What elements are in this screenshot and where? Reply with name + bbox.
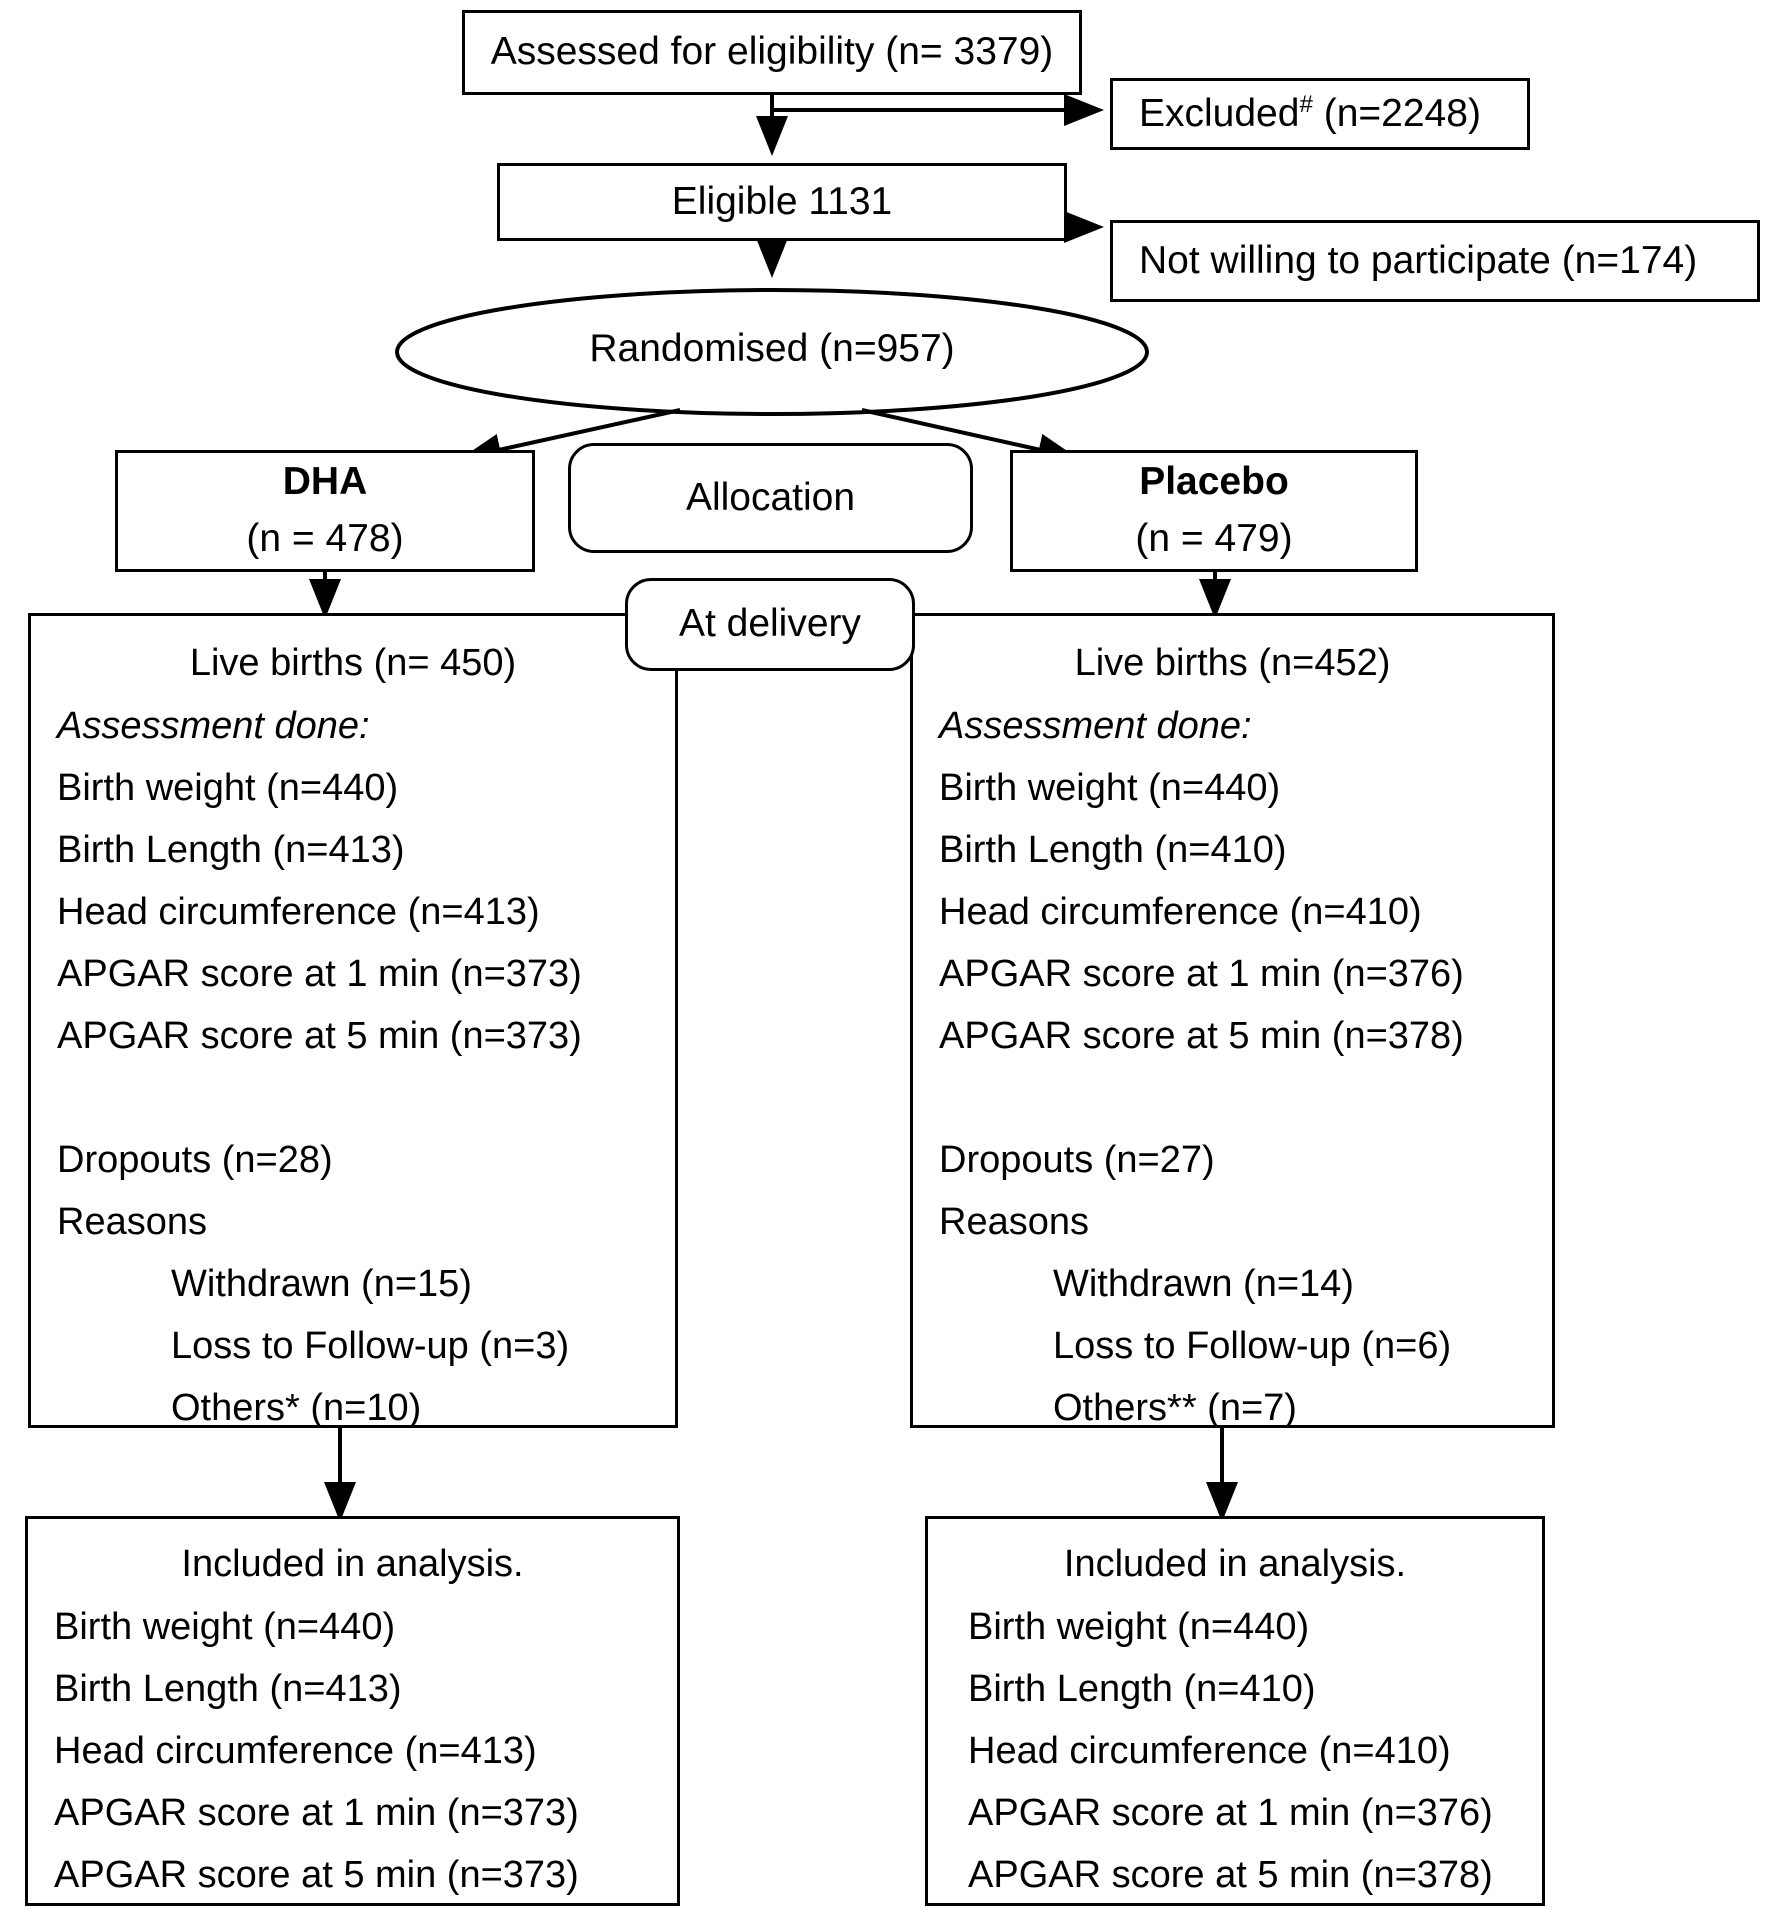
node-dha-group[interactable]: DHA (n = 478) [115, 450, 535, 572]
placebo-panel-list: Assessment done: Birth weight (n=440) Bi… [913, 707, 1552, 1427]
dha-panel-header: Live births (n= 450) [189, 642, 517, 684]
dha-analysis-item: APGAR score at 1 min (n=373) [54, 1792, 579, 1834]
randomised-ellipse [395, 288, 1149, 416]
dha-assessment-item: Head circumference (n=413) [57, 891, 540, 933]
dha-reason-item: Withdrawn (n=15) [171, 1263, 472, 1305]
dha-dropouts: Dropouts (n=28) [57, 1139, 333, 1181]
placebo-count: (n = 479) [1135, 517, 1293, 560]
node-excluded[interactable]: Excluded# (n=2248) [1110, 78, 1530, 150]
placebo-assessment-item: APGAR score at 5 min (n=378) [939, 1015, 1464, 1057]
dha-analysis-item: Birth Length (n=413) [54, 1668, 402, 1710]
placebo-assessment-item: Birth Length (n=410) [939, 829, 1287, 871]
dha-assessment-label: Assessment done: [57, 705, 370, 747]
placebo-analysis-item: APGAR score at 1 min (n=376) [968, 1792, 1493, 1834]
placebo-panel-spacer [913, 1079, 1552, 1117]
panel-dha-included-in-analysis[interactable]: Included in analysis. Birth weight (n=44… [25, 1516, 680, 1906]
placebo-analysis-item: Birth Length (n=410) [968, 1668, 1316, 1710]
node-assessed-for-eligibility[interactable]: Assessed for eligibility (n= 3379) [462, 10, 1082, 95]
placebo-reason-item: Withdrawn (n=14) [1053, 1263, 1354, 1305]
node-allocation[interactable]: Allocation [568, 443, 973, 553]
excluded-label: Excluded# (n=2248) [1139, 91, 1527, 137]
connector-randomised-to-placebo [861, 408, 1078, 466]
dha-panel-spacer [31, 1079, 675, 1117]
allocation-label: Allocation [685, 475, 856, 519]
excluded-footnote-marker: # [1299, 91, 1313, 119]
dha-assessment-item: APGAR score at 5 min (n=373) [57, 1015, 582, 1057]
node-not-willing[interactable]: Not willing to participate (n=174) [1110, 220, 1760, 302]
eligible-label: Eligible 1131 [671, 179, 893, 223]
panel-placebo-at-delivery[interactable]: Live births (n=452) Assessment done: Bir… [910, 613, 1555, 1428]
node-randomised[interactable]: Randomised (n=957) [397, 327, 1147, 372]
placebo-analysis-item: Birth weight (n=440) [968, 1606, 1310, 1648]
placebo-reasons-label: Reasons [939, 1201, 1089, 1243]
dha-analysis-list: Birth weight (n=440) Birth Length (n=413… [28, 1608, 677, 1894]
dha-count: (n = 478) [246, 517, 404, 560]
assessed-label: Assessed for eligibility (n= 3379) [490, 30, 1054, 74]
connector-randomised-to-dha [461, 408, 681, 466]
dha-assessment-item: APGAR score at 1 min (n=373) [57, 953, 582, 995]
randomised-label: Randomised (n=957) [589, 327, 955, 370]
placebo-analysis-item: APGAR score at 5 min (n=378) [968, 1854, 1493, 1896]
placebo-analysis-list: Birth weight (n=440) Birth Length (n=410… [928, 1608, 1542, 1894]
excluded-text: Excluded [1139, 92, 1300, 136]
dha-title: DHA [282, 460, 368, 504]
placebo-analysis-header: Included in analysis. [1063, 1543, 1407, 1585]
dha-reasons-label: Reasons [57, 1201, 207, 1243]
node-at-delivery[interactable]: At delivery [625, 578, 915, 671]
dha-panel-list: Assessment done: Birth weight (n=440) Bi… [31, 707, 675, 1427]
placebo-assessment-label: Assessment done: [939, 705, 1252, 747]
dha-assessment-item: Birth weight (n=440) [57, 767, 399, 809]
placebo-assessment-item: Head circumference (n=410) [939, 891, 1422, 933]
dha-assessment-item: Birth Length (n=413) [57, 829, 405, 871]
placebo-dropouts: Dropouts (n=27) [939, 1139, 1215, 1181]
dha-analysis-item: Birth weight (n=440) [54, 1606, 396, 1648]
panel-dha-at-delivery[interactable]: Live births (n= 450) Assessment done: Bi… [28, 613, 678, 1428]
placebo-title: Placebo [1139, 460, 1289, 504]
dha-analysis-header: Included in analysis. [181, 1543, 524, 1585]
excluded-count: (n=2248) [1312, 92, 1481, 136]
placebo-assessment-item: Birth weight (n=440) [939, 767, 1281, 809]
node-eligible[interactable]: Eligible 1131 [497, 163, 1067, 241]
dha-analysis-item: Head circumference (n=413) [54, 1730, 537, 1772]
dha-reason-item: Loss to Follow-up (n=3) [171, 1325, 570, 1367]
at-delivery-label: At delivery [678, 602, 862, 646]
placebo-assessment-item: APGAR score at 1 min (n=376) [939, 953, 1464, 995]
dha-analysis-item: APGAR score at 5 min (n=373) [54, 1854, 579, 1896]
dha-reason-item: Others* (n=10) [171, 1387, 422, 1429]
placebo-panel-header: Live births (n=452) [1074, 642, 1391, 684]
node-placebo-group[interactable]: Placebo (n = 479) [1010, 450, 1418, 572]
placebo-reason-item: Others** (n=7) [1053, 1387, 1297, 1429]
placebo-reason-item: Loss to Follow-up (n=6) [1053, 1325, 1452, 1367]
placebo-analysis-item: Head circumference (n=410) [968, 1730, 1451, 1772]
panel-placebo-included-in-analysis[interactable]: Included in analysis. Birth weight (n=44… [925, 1516, 1545, 1906]
not-willing-label: Not willing to participate (n=174) [1139, 238, 1698, 282]
